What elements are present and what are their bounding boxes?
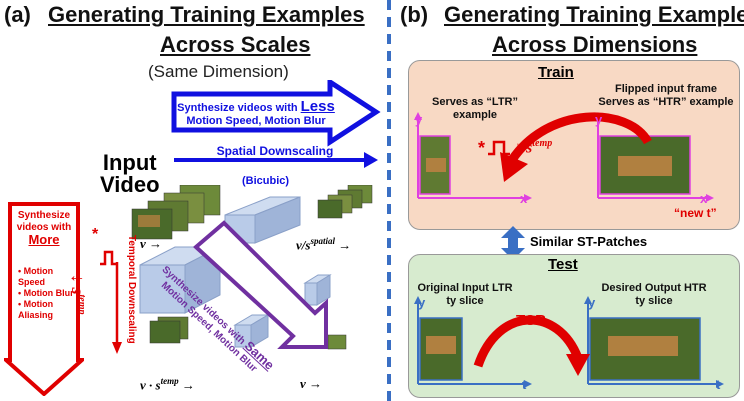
synth-less-line2: Motion Speed, Motion Blur (186, 115, 326, 127)
input-video-label: Input Video (100, 152, 160, 196)
train-kernel (488, 140, 510, 156)
htr-label-line1: Flipped input frame (614, 83, 718, 95)
train-axis-y2: y (595, 112, 603, 127)
temporal-frames (149, 316, 189, 344)
input-video-line2: Video (100, 172, 160, 197)
more-bullet-3: • Motion Aliasing (18, 299, 54, 320)
left-title-line1: Generating Training Examples (48, 2, 365, 27)
more-line1: Synthesize (17, 210, 71, 221)
spatial-downscaled-stack (317, 185, 373, 219)
test-left-line2: ty slice (446, 295, 484, 307)
math-v-spatial-sup: spatial (310, 236, 335, 246)
math-v: v → (140, 236, 163, 251)
math-v-temp-sup: temp (160, 376, 179, 386)
cube-large-top (224, 196, 301, 244)
temporal-s-sup: temp (76, 294, 87, 315)
math-v-spatial-base: v/s (296, 237, 311, 253)
ltr-example-label: Serves as “LTR” example (431, 96, 518, 121)
left-subtitle: (Same Dimension) (148, 62, 289, 81)
train-axis-x1: x (520, 191, 528, 206)
htr-example-label: Flipped input frame Serves as “HTR” exam… (596, 83, 736, 109)
train-axis-y1: y (415, 112, 423, 127)
test-left-label: Original Input LTR ty slice (410, 282, 520, 308)
spatial-downscaling-label: Spatial Downscaling (216, 144, 334, 158)
more-bullets: • Motion Speed • Motion Blur • Motion Al… (18, 266, 78, 321)
blue-arrows (171, 80, 381, 168)
right-title-line1: Generating Training Examples (444, 2, 744, 27)
cube-small-bottom (233, 314, 270, 348)
input-video-line1: Input (102, 150, 157, 175)
more-bullet-1: • Motion Speed (18, 266, 54, 287)
panel-label-b: (b) (400, 2, 429, 27)
train-s: ↓ s (514, 139, 533, 157)
synth-less-line1: Synthesize videos with (177, 102, 298, 114)
math-v-temp-base: v · s (140, 377, 161, 393)
test-right-label: Desired Output HTR ty slice (584, 282, 724, 308)
math-v2: v → (300, 376, 323, 391)
bicubic-label: (Bicubic) (242, 175, 290, 187)
train-curve-arrow (508, 112, 652, 163)
temporal-kernel (100, 250, 118, 266)
test-right-line2: ty slice (635, 295, 673, 307)
panel-label-a: (a) (4, 2, 31, 27)
tsr-label: TSR (516, 312, 546, 329)
test-right-line1: Desired Output HTR (601, 282, 707, 294)
train-axis-x2: x (700, 191, 708, 206)
right-title-line2: Across Dimensions (492, 32, 698, 57)
train-diagram (414, 112, 714, 202)
temporal-s-temp: ↓ stemp (68, 274, 88, 315)
temporal-downscaling-label: Temporal Downscaling (126, 235, 137, 344)
synth-less-emph: Less (300, 98, 335, 115)
math-v-spatial: v/sspatial → (296, 236, 352, 253)
test-axis-y2: y (588, 295, 596, 310)
test-axis-t1: t (522, 377, 527, 392)
temporal-star: * (92, 226, 99, 243)
test-left-line1: Original Input LTR (417, 282, 513, 294)
htr-label-line2: Serves as “HTR” example (598, 96, 734, 108)
input-frame-stack (131, 185, 221, 240)
left-title-line2: Across Scales (160, 32, 311, 57)
similar-patches-label: Similar ST-Patches (530, 234, 648, 249)
test-axis-y1: y (418, 295, 426, 310)
more-emph: More (28, 232, 60, 247)
less-motion-arrow (171, 80, 381, 147)
panel-divider (387, 0, 391, 401)
train-s-temp: ↓ stemp (514, 138, 552, 157)
temporal-arrow (112, 262, 122, 354)
similar-double-arrow (501, 226, 525, 260)
more-box-text: Synthesize videos with More (10, 210, 78, 246)
more-arrow (4, 202, 84, 396)
more-bullet-2: • Motion Blur (18, 288, 74, 298)
tsr-curve-arrow (473, 315, 583, 368)
same-motion-arrow (192, 220, 328, 349)
tiny-frame (327, 334, 347, 350)
more-line2: videos with (16, 222, 72, 233)
train-star: * (478, 138, 486, 158)
math-v-temp: v · stemp → (140, 376, 195, 393)
train-title: Train (538, 64, 574, 81)
test-axis-t2: t (716, 377, 721, 392)
new-t-label: “new t” (674, 206, 717, 220)
train-s-sup: temp (532, 138, 553, 149)
spatial-arrow-head (364, 152, 378, 168)
temporal-s: s (68, 287, 88, 295)
test-title: Test (548, 256, 578, 273)
test-diagram (414, 296, 724, 388)
cube-small-right (303, 274, 332, 306)
synth-less-text: Synthesize videos with Less Motion Speed… (176, 98, 336, 127)
video-cubes (131, 185, 373, 350)
